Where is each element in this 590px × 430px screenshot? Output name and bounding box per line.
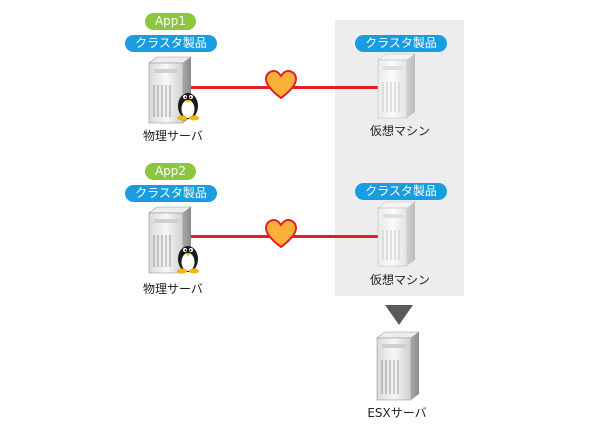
physical-server-label-1: 物理サーバ <box>143 129 203 143</box>
cluster-badge-vm-2: クラスタ製品 <box>355 183 447 200</box>
heart-icon <box>264 218 298 249</box>
cluster-badge-physical-1: クラスタ製品 <box>125 35 217 52</box>
heart-icon <box>264 69 298 100</box>
vm-label-1: 仮想マシン <box>369 124 430 138</box>
cluster-badge-vm-1: クラスタ製品 <box>355 35 447 52</box>
esx-server-icon <box>376 331 420 401</box>
physical-server-label-2: 物理サーバ <box>143 282 203 296</box>
esx-server-label: ESXサーバ <box>367 406 427 420</box>
vm-label-2: 仮想マシン <box>369 273 430 287</box>
linux-penguin-icon <box>177 93 199 121</box>
virtual-server-icon <box>377 201 416 267</box>
linux-penguin-icon <box>177 246 199 274</box>
physical-server-icon <box>148 56 192 124</box>
app1-badge: App1 <box>145 13 196 30</box>
virtual-server-icon <box>377 53 416 119</box>
down-arrow-icon <box>385 305 413 325</box>
app2-badge: App2 <box>145 163 196 180</box>
cluster-badge-physical-2: クラスタ製品 <box>125 185 217 202</box>
